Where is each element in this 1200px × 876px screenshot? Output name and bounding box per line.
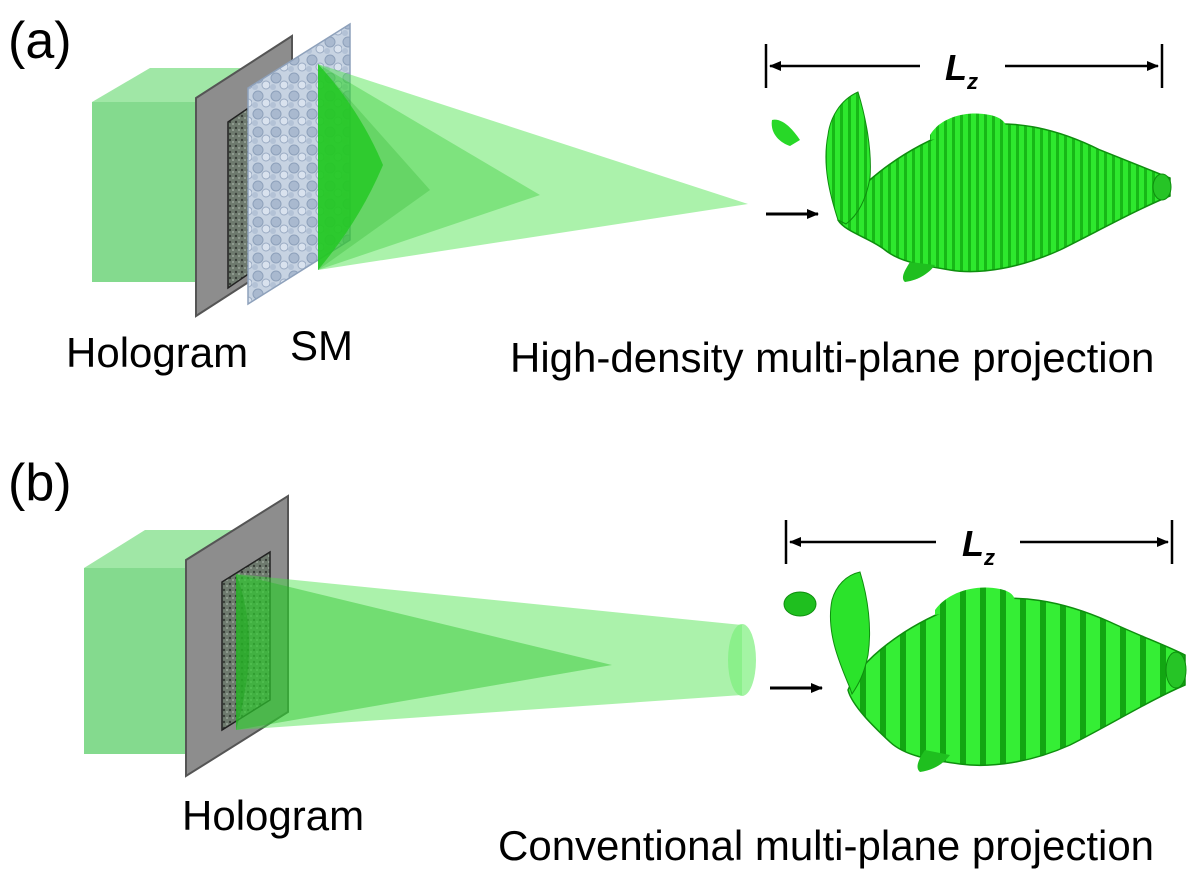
sm-label: SM — [290, 322, 353, 369]
caption-b: Conventional multi-plane projection — [498, 822, 1154, 869]
panel-b-label: (b) — [8, 454, 72, 512]
hologram-label: Hologram — [66, 329, 248, 376]
hologram-label: Hologram — [182, 792, 364, 839]
dolphin-projection — [783, 571, 1187, 772]
length-symbol: Lz — [962, 523, 995, 570]
panel-b: (b) Hologram Lz — [8, 454, 1187, 869]
caption-a: High-density multi-plane projection — [510, 334, 1154, 381]
dolphin-projection — [771, 91, 1172, 282]
beam-cone — [318, 64, 748, 270]
length-symbol: Lz — [945, 47, 978, 94]
panel-a: (a) Hologram SM — [8, 12, 1172, 381]
beam-cone — [236, 574, 756, 730]
length-dimension: Lz — [784, 520, 1174, 570]
length-dimension: Lz — [764, 44, 1164, 94]
panel-a-label: (a) — [8, 12, 72, 70]
